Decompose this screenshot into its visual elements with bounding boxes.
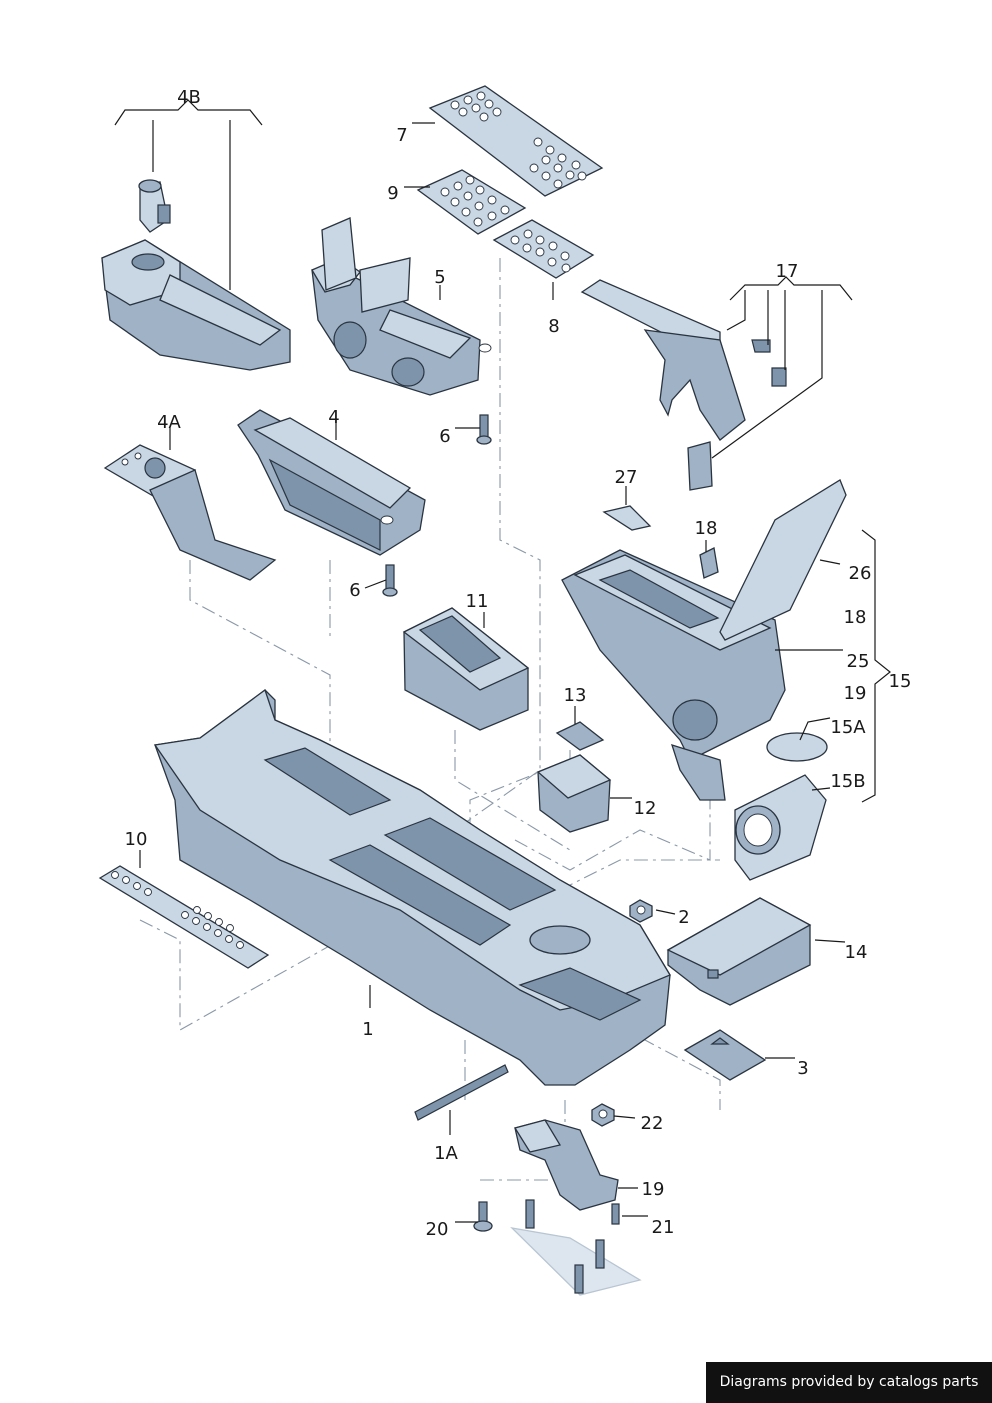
part-5-tray <box>311 217 492 396</box>
label-19-right: 19 <box>844 683 867 704</box>
part-4-box <box>237 409 426 556</box>
part-8-mat <box>492 219 595 279</box>
part-3-cap <box>683 1029 767 1081</box>
leader-lines <box>114 99 891 1223</box>
label-1: 1 <box>362 1019 373 1040</box>
label-15B: 15B <box>830 771 865 792</box>
label-18-right: 18 <box>844 607 867 628</box>
part-4B-housing <box>101 179 291 371</box>
label-7: 7 <box>396 125 407 146</box>
label-1A: 1A <box>434 1143 458 1164</box>
part-11-insert <box>402 607 530 731</box>
mat-7-holes <box>450 91 587 189</box>
label-10: 10 <box>125 829 148 850</box>
label-19-lower: 19 <box>642 1179 665 1200</box>
label-4A: 4A <box>157 412 181 433</box>
part-12-socket <box>536 754 612 833</box>
label-4B: 4B <box>177 87 201 108</box>
part-19-bracket <box>513 1119 619 1211</box>
callout-labels: 4B 7 9 5 8 17 4 4A 6 27 18 26 6 11 18 25… <box>125 87 912 1240</box>
label-6-lower: 6 <box>349 580 360 601</box>
label-17: 17 <box>776 261 799 282</box>
bolt-6-lower <box>382 564 398 597</box>
label-21: 21 <box>652 1217 675 1238</box>
label-20: 20 <box>426 1219 449 1240</box>
label-25: 25 <box>847 651 870 672</box>
part-1A-strip <box>414 1064 509 1121</box>
assembly-lines <box>139 258 721 1225</box>
label-15: 15 <box>889 671 912 692</box>
label-15A: 15A <box>830 717 866 738</box>
label-11: 11 <box>466 591 489 612</box>
bolt-21 <box>611 1203 620 1225</box>
part-27-clip <box>602 505 652 531</box>
part-14-lid <box>666 897 812 1006</box>
label-13: 13 <box>564 685 587 706</box>
label-26: 26 <box>849 563 872 584</box>
part-9-mat <box>416 169 527 235</box>
label-27: 27 <box>615 467 638 488</box>
part-18-clip <box>699 547 719 579</box>
part-22-nut <box>591 1103 615 1127</box>
label-3: 3 <box>797 1058 808 1079</box>
part-13-pad <box>555 721 605 751</box>
part-1-console <box>153 688 671 1086</box>
label-12: 12 <box>634 798 657 819</box>
label-5: 5 <box>434 267 445 288</box>
bolt-20 <box>473 1201 493 1232</box>
label-2: 2 <box>678 907 689 928</box>
label-9: 9 <box>387 183 398 204</box>
part-15-armrest <box>561 479 847 881</box>
part-10-strip <box>98 865 270 969</box>
floor-section <box>510 1199 642 1296</box>
label-14: 14 <box>845 942 868 963</box>
label-18-upper: 18 <box>695 518 718 539</box>
label-4: 4 <box>328 407 339 428</box>
bolt-6-upper <box>476 414 492 445</box>
part-2-nut <box>629 899 653 923</box>
label-8: 8 <box>548 316 559 337</box>
part-17-bracket <box>580 279 787 491</box>
label-6-upper: 6 <box>439 426 450 447</box>
footer-credit: Diagrams provided by catalogs parts <box>706 1362 992 1403</box>
label-22: 22 <box>641 1113 664 1134</box>
part-4A-panel <box>103 444 277 581</box>
part-7-mat <box>428 85 604 197</box>
